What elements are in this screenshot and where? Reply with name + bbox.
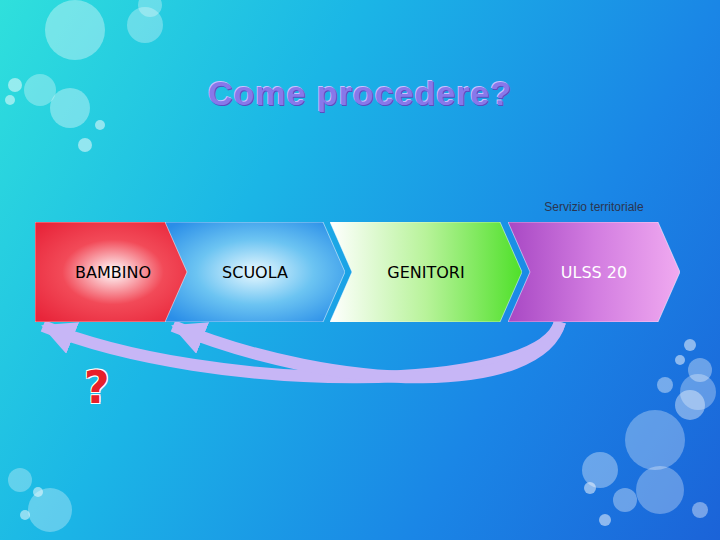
chevron-box: BAMBINO <box>35 222 191 322</box>
box-body: ULSS 20 <box>508 222 680 322</box>
box-label: BAMBINO <box>75 263 151 282</box>
box-label: ULSS 20 <box>561 263 627 282</box>
box-body: GENITORI <box>330 222 522 322</box>
diagram-title: Come procedere? <box>0 74 720 113</box>
curved-arrow <box>43 322 560 377</box>
box-heading: Servizio territoriale <box>488 200 700 214</box>
box-label: SCUOLA <box>222 263 288 282</box>
curved-arrow <box>173 322 560 377</box>
chevron-box: GENITORI <box>330 222 522 322</box>
box-body: BAMBINO <box>35 222 191 322</box>
chevron-box: Servizio territorialeULSS 20 <box>508 222 680 322</box>
question-mark: ? <box>84 362 110 413</box>
box-body: SCUOLA <box>165 222 345 322</box>
chevron-box: SCUOLA <box>165 222 345 322</box>
box-label: GENITORI <box>387 263 464 282</box>
